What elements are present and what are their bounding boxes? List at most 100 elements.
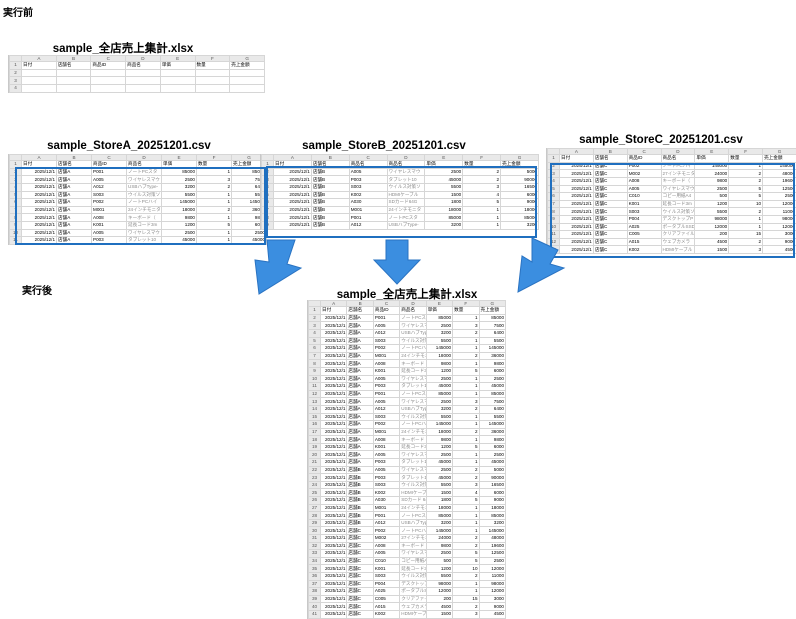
cell[interactable]: 店舗B [347,489,373,497]
cell[interactable]: A005 [373,466,399,474]
cell[interactable]: 1200 [426,367,452,375]
cell[interactable]: 日付 [321,307,347,315]
cell[interactable]: 店舗B [347,481,373,489]
cell[interactable]: 2025/12/1 [321,466,347,474]
cell[interactable]: 2025/12/1 [321,367,347,375]
cell[interactable]: P003 [373,459,399,467]
cell[interactable]: 店舗A [347,360,373,368]
row-number[interactable]: 19 [309,443,321,451]
cell[interactable] [91,77,126,85]
cell[interactable]: 12500 [479,550,505,558]
cell[interactable]: 9000 [479,497,505,505]
cell[interactable] [195,77,230,85]
cell[interactable] [56,84,91,92]
cell[interactable]: 日付 [22,62,57,70]
row-number[interactable]: 5 [309,337,321,345]
cell[interactable]: 145000 [426,527,452,535]
cell[interactable]: 6000 [479,489,505,497]
cell[interactable]: 2500 [426,375,452,383]
row-number[interactable]: 7 [309,352,321,360]
cell[interactable]: 7500 [479,322,505,330]
cell[interactable]: 1 [453,337,479,345]
cell[interactable]: 7500 [479,398,505,406]
cell[interactable]: タブレット10 [400,459,426,467]
cell[interactable]: 19600 [479,542,505,550]
cell[interactable]: 2500 [426,322,452,330]
cell[interactable]: 6000 [479,443,505,451]
cell[interactable]: A005 [373,322,399,330]
cell[interactable]: 6000 [479,367,505,375]
cell[interactable]: 店舗A [347,398,373,406]
cell[interactable]: 店舗C [347,603,373,611]
cell[interactable]: 2025/12/1 [321,352,347,360]
cell[interactable]: 1 [453,504,479,512]
cell[interactable]: C010 [373,557,399,565]
cell[interactable]: C005 [373,595,399,603]
cell[interactable]: 85000 [426,512,452,520]
cell[interactable]: USBハブType [400,329,426,337]
cell[interactable]: 9800 [479,360,505,368]
cell[interactable] [195,84,230,92]
cell[interactable]: 2025/12/1 [321,405,347,413]
row-number[interactable]: 23 [309,474,321,482]
cell[interactable]: P001 [373,314,399,322]
cell[interactable]: 90000 [479,474,505,482]
cell[interactable]: 1800 [426,497,452,505]
cell[interactable]: 数量 [195,62,230,70]
cell[interactable]: 店舗A [347,421,373,429]
cell[interactable]: 1 [453,314,479,322]
cell[interactable]: 店舗A [347,459,373,467]
cell[interactable]: 2 [453,603,479,611]
cell[interactable]: 単価 [695,155,729,163]
cell[interactable]: 店舗C [347,542,373,550]
row-number[interactable]: 37 [309,580,321,588]
cell[interactable]: 36000 [479,352,505,360]
cell[interactable]: キーボード（ [400,542,426,550]
row-number[interactable]: 25 [309,489,321,497]
cell[interactable]: 店舗A [347,405,373,413]
cell[interactable]: 2 [453,329,479,337]
cell[interactable]: P004 [373,580,399,588]
cell[interactable]: 2025/12/1 [321,535,347,543]
cell[interactable]: 3 [453,322,479,330]
cell[interactable]: 店舗A [347,383,373,391]
cell[interactable]: A008 [373,542,399,550]
cell[interactable] [160,84,195,92]
cell[interactable]: 2025/12/1 [321,610,347,618]
cell[interactable]: 商品ID [373,307,399,315]
cell[interactable]: 店舗A [347,329,373,337]
cell[interactable]: 145000 [426,421,452,429]
row-number[interactable]: 36 [309,572,321,580]
cell[interactable]: 9800 [426,360,452,368]
cell[interactable]: 2 [453,352,479,360]
cell[interactable]: 店舗B [347,512,373,520]
cell[interactable]: 店舗C [347,550,373,558]
row-number[interactable]: 8 [309,360,321,368]
cell[interactable]: 2025/12/1 [321,390,347,398]
cell[interactable]: 1 [453,390,479,398]
cell[interactable]: 店舗C [347,588,373,596]
cell[interactable]: 2025/12/1 [321,504,347,512]
row-number[interactable]: 40 [309,603,321,611]
cell[interactable]: 2025/12/1 [321,398,347,406]
cell[interactable]: ウイルス対策 [400,572,426,580]
row-number[interactable]: 11 [309,383,321,391]
cell[interactable]: 2 [453,466,479,474]
row-number[interactable]: 4 [10,84,22,92]
cell[interactable]: 2025/12/1 [321,527,347,535]
cell[interactable]: 98000 [426,580,452,588]
cell[interactable]: 18000 [426,352,452,360]
cell[interactable]: 145000 [479,421,505,429]
cell[interactable]: タブレット10 [400,474,426,482]
cell[interactable]: 1 [453,360,479,368]
cell[interactable] [22,84,57,92]
cell[interactable]: 店舗B [347,474,373,482]
cell[interactable]: 延長コード3m [400,443,426,451]
cell[interactable]: 5 [453,497,479,505]
row-number[interactable]: 31 [309,535,321,543]
cell[interactable]: 45000 [426,383,452,391]
cell[interactable]: P001 [373,390,399,398]
row-number[interactable]: 1 [309,307,321,315]
cell[interactable]: 27インチモニ [400,535,426,543]
